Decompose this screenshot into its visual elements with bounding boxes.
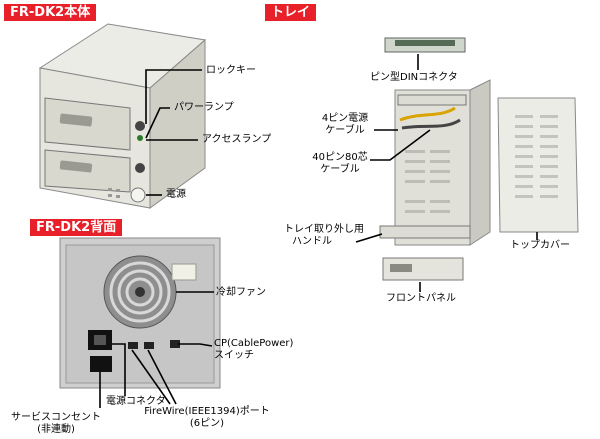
body-section-header: FR-DK2本体 xyxy=(4,4,97,21)
main-unit-drawing xyxy=(38,23,207,209)
back-section-header: FR-DK2背面 xyxy=(30,219,123,236)
label-din-connector: ピン型DINコネクタ xyxy=(370,72,458,83)
label-service-outlet-line1: サービスコンセント xyxy=(11,412,101,423)
label-lock-key: ロックキー xyxy=(206,65,256,76)
label-cp-switch: CP(CablePower) スイッチ xyxy=(214,338,293,362)
label-top-cover: トップカバー xyxy=(510,240,570,251)
label-tray-handle: トレイ取り外し用 ハンドル xyxy=(284,224,364,248)
label-firewire-line1: FireWire(IEEE1394)ポート xyxy=(144,406,270,417)
label-firewire-port: FireWire(IEEE1394)ポート (6ピン) xyxy=(132,406,282,430)
label-power-connector: 電源コネクタ xyxy=(106,396,166,407)
label-power: 電源 xyxy=(166,189,186,200)
label-service-outlet-line2: (非連動) xyxy=(37,424,75,435)
label-power-lamp: パワーランプ xyxy=(174,102,234,113)
label-service-outlet: サービスコンセント (非連動) xyxy=(0,412,112,436)
label-tray-handle-line1: トレイ取り外し用 xyxy=(284,224,364,235)
label-ide-cable-line2: ケーブル xyxy=(320,164,360,175)
label-firewire-line2: (6ピン) xyxy=(189,418,225,429)
label-power-cable: 4ピン電源 ケーブル xyxy=(316,113,374,137)
label-access-lamp: アクセスランプ xyxy=(202,134,272,145)
label-power-cable-line2: ケーブル xyxy=(325,125,365,136)
label-front-panel: フロントパネル xyxy=(386,293,456,304)
label-cp-switch-line1: CP(CablePower) xyxy=(214,338,294,349)
tray-drawing xyxy=(355,37,579,292)
label-power-cable-line1: 4ピン電源 xyxy=(321,113,369,124)
label-ide-cable-line1: 40ピン80芯 xyxy=(312,152,368,163)
label-cooling-fan: 冷却ファン xyxy=(216,287,266,298)
label-tray-handle-line2: ハンドル xyxy=(292,236,332,247)
back-panel-drawing xyxy=(59,237,221,408)
tray-section-header: トレイ xyxy=(265,4,317,21)
label-ide-cable: 40ピン80芯 ケーブル xyxy=(310,152,370,176)
label-cp-switch-line2: スイッチ xyxy=(214,350,254,361)
